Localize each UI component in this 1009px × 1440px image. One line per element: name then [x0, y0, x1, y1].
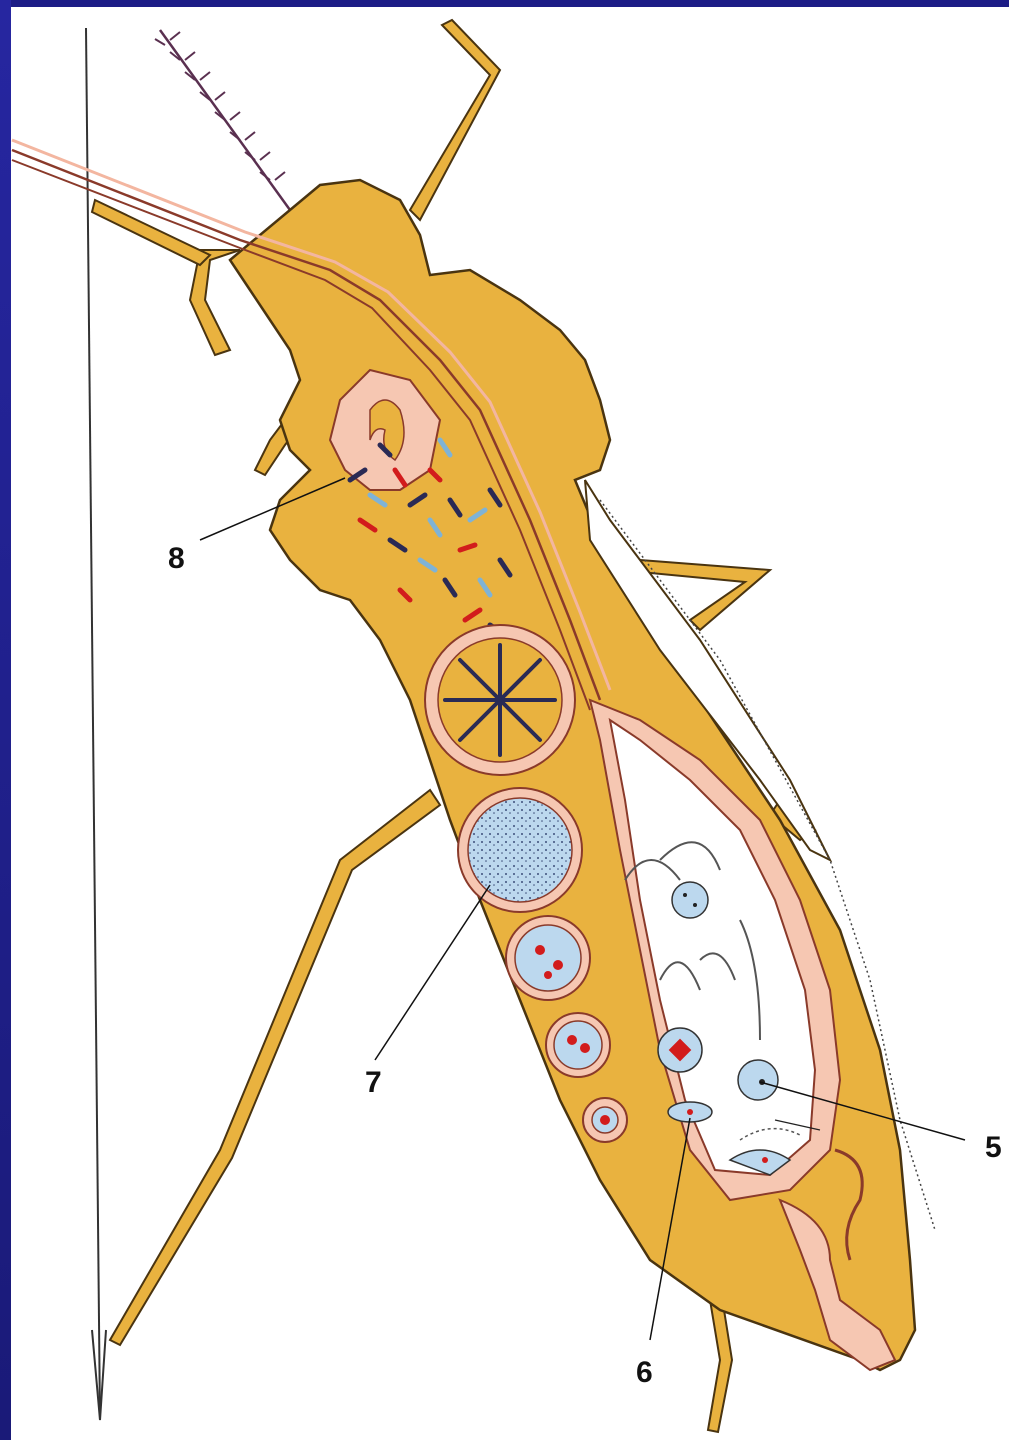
label-6: 6 [636, 1356, 653, 1389]
leg-mid-left [110, 790, 440, 1345]
early-oocyst [546, 1013, 610, 1077]
label-5: 5 [985, 1131, 1002, 1164]
label-7: 7 [365, 1066, 382, 1099]
skin-surface-line [86, 28, 100, 1420]
mosquito-body [230, 180, 915, 1370]
young-oocyst [506, 916, 590, 1000]
rupturing-oocyst [425, 625, 575, 775]
label-8: 8 [168, 542, 185, 575]
ookinete-entering [583, 1098, 627, 1142]
macrogamete [738, 1060, 778, 1100]
leader-7 [375, 885, 490, 1060]
leg-front-upper [410, 20, 500, 220]
oocyst [458, 788, 582, 912]
antenna [155, 30, 290, 210]
